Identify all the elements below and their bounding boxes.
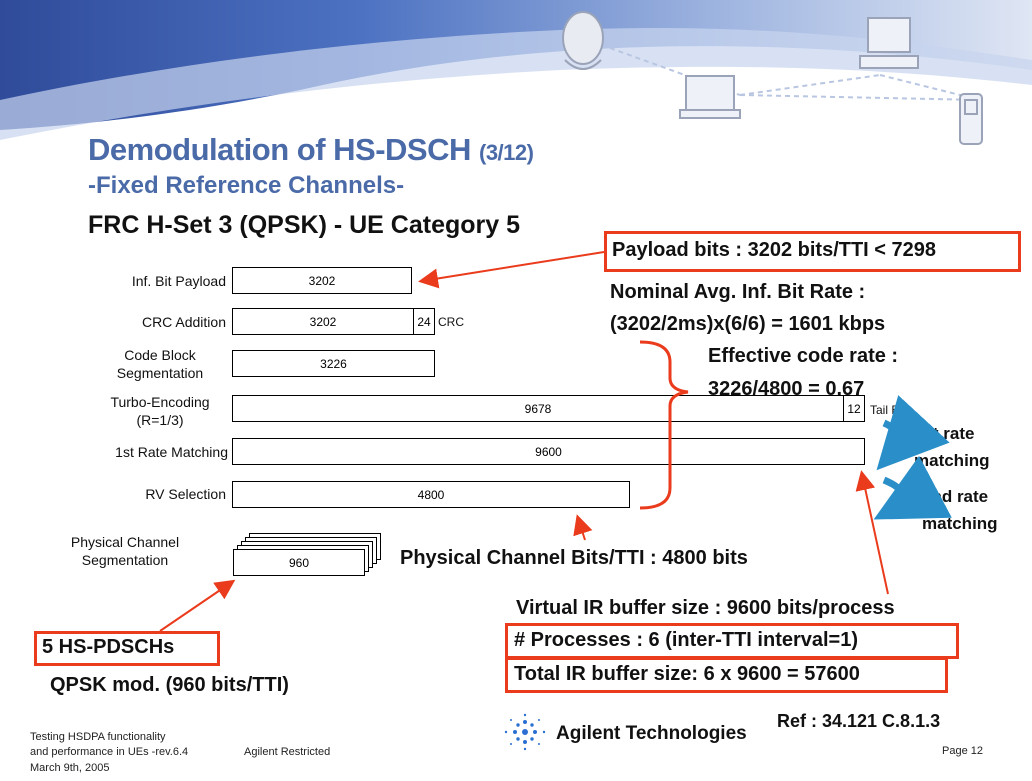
box-segmentation: 3226 <box>232 350 435 377</box>
person-head-icon <box>562 11 604 70</box>
total-ir-highlight <box>505 657 948 693</box>
stage-label-payload: Inf. Bit Payload <box>131 273 226 289</box>
box-tail: 12 <box>843 395 865 422</box>
stage-label-phys-seg: Physical Channel Segmentation <box>70 534 180 568</box>
payload-bits-text: Payload bits : 3202 bits/TTI < 7298 <box>612 239 937 261</box>
second-rate-curve-arrow <box>873 455 952 520</box>
crc-label: CRC <box>438 315 464 329</box>
footer-line1: Testing HSDPA functionality <box>30 731 166 743</box>
first-rate-curve-arrow <box>876 395 950 471</box>
effective-code-rate-label: Effective code rate : <box>708 345 899 367</box>
virtual-ir-arrow <box>855 470 889 595</box>
stage-label-segmentation: Code Block Segmentation <box>116 347 204 381</box>
page-subtitle: -Fixed Reference Channels- <box>88 172 405 199</box>
stage-label-rate-matching: 1st Rate Matching <box>115 444 228 460</box>
hs-pdschs-text: 5 HS-PDSCHs <box>42 636 175 658</box>
total-ir-text: Total IR buffer size: 6 x 9600 = 57600 <box>514 663 860 685</box>
nominal-rate-value: (3202/2ms)x(6/6) = 1601 kbps <box>610 313 886 335</box>
page-number: Page 12 <box>942 745 983 757</box>
code-rate-brace <box>639 340 689 510</box>
diagram-heading: FRC H-Set 3 (QPSK) - UE Category 5 <box>88 211 521 239</box>
phys-bits-arrow <box>573 514 593 541</box>
phys-channel-bits-text: Physical Channel Bits/TTI : 4800 bits <box>400 547 748 569</box>
box-rate-matching: 9600 <box>232 438 865 465</box>
qpsk-mod-text: QPSK mod. (960 bits/TTI) <box>50 674 289 696</box>
computer-icon <box>859 17 919 69</box>
laptop-icon <box>679 75 741 119</box>
stage-label-crc: CRC Addition <box>141 314 226 330</box>
box-crc-extra: 24 <box>413 308 435 335</box>
phone-icon <box>959 93 983 145</box>
box-turbo: 9678 <box>232 395 844 422</box>
stage-label-rv: RV Selection <box>145 486 226 502</box>
payload-highlight <box>604 231 1021 272</box>
payload-arrow <box>418 251 605 289</box>
box-crc: 3202 <box>232 308 414 335</box>
stage-label-turbo: Turbo-Encoding (R=1/3) <box>110 394 210 428</box>
agilent-logo-icon <box>504 713 546 751</box>
virtual-ir-text: Virtual IR buffer size : 9600 bits/proce… <box>516 597 895 619</box>
box-phys-seg: 960 <box>233 549 365 576</box>
box-rv: 4800 <box>232 481 630 508</box>
company-name: Agilent Technologies <box>556 723 747 744</box>
page-title: Demodulation of HS-DSCH (3/12) <box>88 132 534 167</box>
footer-restricted: Agilent Restricted <box>244 746 331 758</box>
box-payload: 3202 <box>232 267 412 294</box>
hs-pdschs-arrow <box>159 579 236 632</box>
header-banner <box>0 0 1032 145</box>
effective-code-rate-value: 3226/4800 = 0.67 <box>708 378 865 400</box>
hs-pdschs-highlight <box>34 631 220 666</box>
footer-line2: and performance in UEs -rev.6.4 <box>30 746 189 758</box>
processes-text: # Processes : 6 (inter-TTI interval=1) <box>514 629 859 651</box>
reference-text: Ref : 34.121 C.8.1.3 <box>777 711 941 731</box>
footer-date: March 9th, 2005 <box>30 762 110 774</box>
nominal-rate-label: Nominal Avg. Inf. Bit Rate : <box>610 281 866 303</box>
